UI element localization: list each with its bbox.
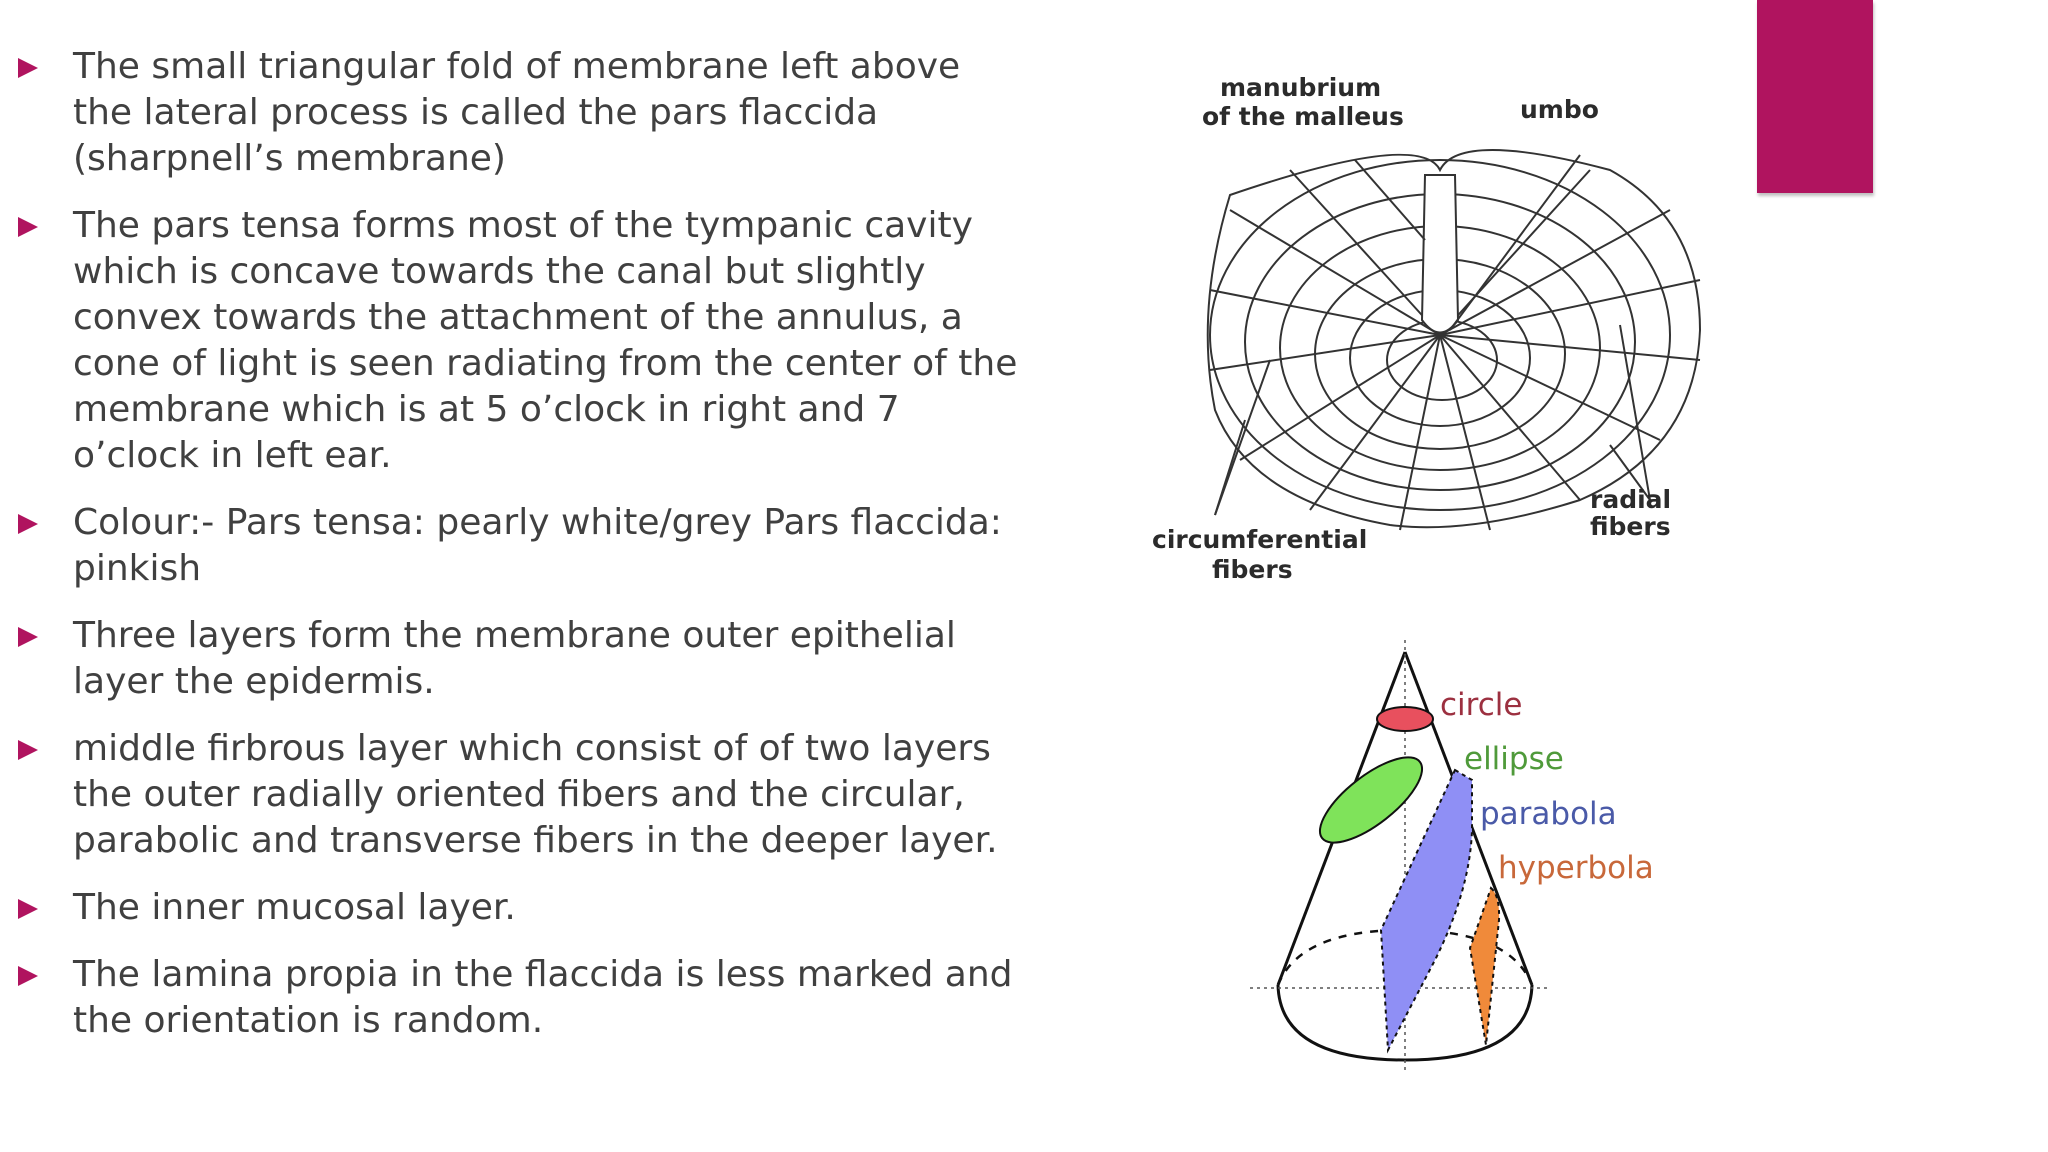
leader-line: [1609, 444, 1651, 501]
bullet-text: middle firbrous layer which consist of o…: [73, 728, 998, 861]
radial-fiber: [1439, 334, 1701, 361]
label-radial-line2: fibers: [1590, 512, 1671, 541]
bullet-item: The inner mucosal layer.: [18, 885, 1028, 931]
parabola-section: [1379, 768, 1473, 1054]
tympanic-fiber-lines: [1206, 149, 1702, 531]
conic-sections-diagram: circle ellipse parabola hyperbola: [1250, 640, 1654, 1070]
bullet-item: Three layers form the membrane outer epi…: [18, 613, 1028, 705]
radial-fiber: [1209, 334, 1441, 371]
leader-line: [1449, 154, 1581, 331]
bullet-marker-icon: [18, 58, 38, 78]
bullet-text: The lamina propia in the flaccida is les…: [73, 954, 1013, 1041]
radial-fiber: [1439, 169, 1591, 336]
radial-fiber: [1439, 209, 1671, 336]
manubrium-shape: [1420, 174, 1460, 334]
membrane-outline: [1206, 149, 1702, 529]
leader-line: [1214, 359, 1271, 516]
leader-line: [1619, 324, 1651, 501]
label-manubrium-line2: of the malleus: [1202, 102, 1404, 131]
radial-fiber: [1229, 209, 1441, 336]
ellipse-section: [1318, 756, 1424, 844]
label-umbo: umbo: [1520, 95, 1599, 124]
bullet-marker-icon: [18, 740, 38, 760]
bullet-item: middle firbrous layer which consist of o…: [18, 726, 1028, 864]
bullet-text: Three layers form the membrane outer epi…: [73, 615, 956, 702]
bullet-item: The pars tensa forms most of the tympani…: [18, 203, 1028, 479]
label-parabola: parabola: [1480, 796, 1617, 832]
label-ellipse: ellipse: [1464, 741, 1564, 777]
bullet-item: Colour:- Pars tensa: pearly white/grey P…: [18, 500, 1028, 592]
radial-fiber: [1399, 334, 1441, 531]
circle-section: [1376, 706, 1434, 732]
bullet-text: The pars tensa forms most of the tympani…: [73, 205, 1018, 476]
radial-fiber: [1439, 334, 1581, 501]
radial-fiber: [1309, 334, 1441, 511]
bullet-marker-icon: [18, 899, 38, 919]
bullet-text: Colour:- Pars tensa: pearly white/grey P…: [73, 502, 1002, 589]
label-circumferential-line1: circumferential: [1152, 525, 1367, 554]
label-hyperbola: hyperbola: [1498, 850, 1654, 886]
bullet-marker-icon: [18, 966, 38, 986]
bullet-marker-icon: [18, 627, 38, 647]
label-circle: circle: [1440, 687, 1522, 723]
tympanic-membrane-diagram: manubrium of the malleus umbo circumfere…: [1152, 73, 1702, 584]
bullet-marker-icon: [18, 514, 38, 534]
bullet-text: The inner mucosal layer.: [73, 887, 516, 928]
bullet-item: The small triangular fold of membrane le…: [18, 44, 1028, 182]
hyperbola-section: [1468, 886, 1501, 1046]
radial-fiber: [1439, 279, 1701, 336]
radial-fiber: [1209, 289, 1441, 336]
bullet-text: The small triangular fold of membrane le…: [73, 46, 961, 179]
radial-fiber: [1239, 334, 1441, 461]
label-circumferential-line2: fibers: [1212, 555, 1293, 584]
bullet-item: The lamina propia in the flaccida is les…: [18, 952, 1028, 1044]
circumferential-ring: [1209, 159, 1671, 511]
radial-fiber: [1439, 334, 1661, 441]
label-manubrium-line1: manubrium: [1220, 73, 1381, 102]
leader-line: [1354, 159, 1426, 241]
accent-bar: [1757, 0, 1873, 193]
radial-fiber: [1289, 169, 1441, 336]
radial-fiber: [1439, 334, 1491, 531]
label-radial-line1: radial: [1590, 485, 1671, 514]
bullet-list: The small triangular fold of membrane le…: [18, 44, 1028, 1065]
bullet-marker-icon: [18, 217, 38, 237]
